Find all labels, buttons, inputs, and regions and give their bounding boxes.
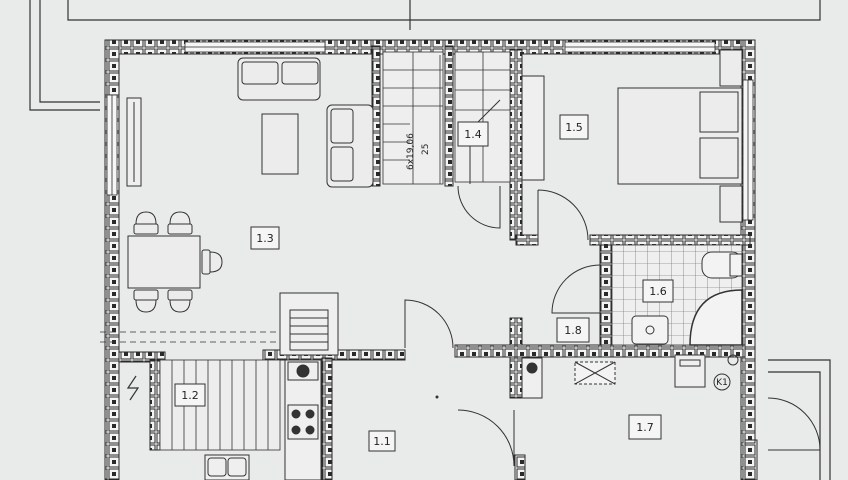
room-1-8-label: 1.8 — [564, 324, 582, 337]
room-1-4-label: 1.4 — [464, 128, 482, 141]
kitchen — [204, 359, 322, 480]
door-utility — [457, 409, 515, 467]
interior-walls — [118, 45, 758, 480]
center-dot — [435, 395, 439, 399]
room-1-1: 1.1 — [368, 430, 396, 452]
dashed-line — [100, 331, 285, 343]
sofa-set — [237, 57, 374, 188]
doors — [404, 185, 821, 467]
room-1-4: 1.4 — [457, 121, 489, 147]
double-bed — [617, 49, 743, 223]
room-1-7: 1.7 — [628, 414, 662, 440]
dining-set — [127, 211, 223, 313]
room-1-5: 1.5 — [559, 114, 589, 140]
room-1-7-label: 1.7 — [636, 421, 654, 434]
room-1-2: 1.2 — [174, 383, 206, 407]
room-1-6-label: 1.6 — [649, 285, 667, 298]
wardrobe — [521, 75, 545, 181]
stair-dimension: 6x19,06 — [406, 133, 416, 170]
room-1-5-label: 1.5 — [565, 121, 583, 134]
room-1-8: 1.8 — [556, 317, 590, 343]
room-1-3: 1.3 — [250, 226, 280, 250]
room-1-1-label: 1.1 — [373, 435, 391, 448]
shower — [689, 289, 743, 346]
room-labels: 1.1 1.2 1.3 1.4 1.5 1.6 1.7 1.8 — [174, 114, 674, 452]
tv-cabinet — [126, 97, 142, 187]
sink — [631, 315, 669, 345]
dining-table — [127, 235, 201, 289]
windows — [106, 41, 754, 221]
stair-width: 25 — [421, 144, 431, 155]
chimney — [279, 292, 339, 356]
room-1-6: 1.6 — [642, 279, 674, 303]
door-exterior — [767, 397, 821, 451]
cooktop — [287, 404, 319, 440]
room-1-3-label: 1.3 — [256, 232, 274, 245]
door-stairs — [457, 185, 501, 229]
boiler-label: K1 — [716, 378, 728, 388]
door-bathroom — [551, 264, 601, 314]
door-hall — [404, 299, 454, 349]
room-1-2-label: 1.2 — [181, 389, 199, 402]
staircase — [382, 51, 511, 185]
bathroom — [611, 244, 743, 346]
lightning-symbol — [126, 375, 140, 401]
coffee-table — [261, 113, 299, 175]
utility-fixtures — [521, 354, 739, 399]
door-bedroom — [537, 189, 589, 241]
